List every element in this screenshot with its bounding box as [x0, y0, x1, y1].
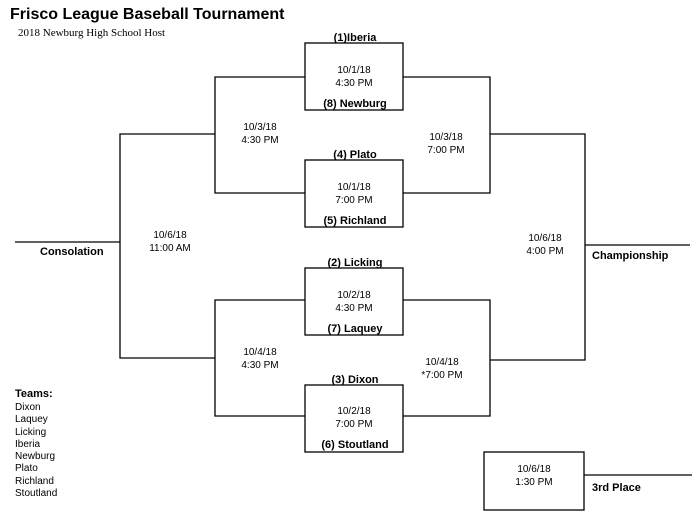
team-seed-7: (7) Laquey	[327, 323, 383, 335]
game-box-3	[304, 267, 404, 336]
winners-connector-top	[403, 76, 491, 194]
championship-label: Championship	[592, 250, 669, 262]
game-1-date: 10/1/18	[337, 65, 371, 76]
third-place-schedule: 10/6/18 1:30 PM	[484, 463, 584, 489]
consolation-final-connector	[119, 133, 215, 359]
team-list-item: Stoutland	[15, 488, 58, 500]
game-1-time: 4:30 PM	[335, 78, 373, 89]
game-4-date: 10/2/18	[337, 406, 371, 417]
game-4-schedule: 10/2/18 7:00 PM	[305, 405, 403, 431]
consolation-final-time: 11:00 AM	[149, 243, 191, 254]
team-list-item: Laquey	[15, 414, 48, 426]
winners-game-1-schedule: 10/3/18 7:00 PM	[410, 131, 482, 157]
third-place-label: 3rd Place	[592, 482, 641, 494]
third-place-time: 1:30 PM	[515, 477, 553, 488]
game-box-4	[304, 384, 404, 453]
consolation-final-schedule: 10/6/18 11:00 AM	[130, 229, 210, 255]
team-seed-5: (5) Richland	[323, 215, 387, 227]
winners-game-2-date: 10/4/18	[425, 357, 459, 368]
consolation-game-2-time: 4:30 PM	[241, 360, 279, 371]
team-list-item: Dixon	[15, 402, 41, 413]
winners-game-1-date: 10/3/18	[429, 132, 463, 143]
team-seed-6: (6) Stoutland	[321, 439, 389, 451]
championship-time: 4:00 PM	[526, 246, 564, 257]
consolation-game-1-date: 10/3/18	[243, 122, 277, 133]
team-list-item: Plato	[15, 463, 38, 475]
team-seed-4: (4) Plato	[333, 149, 377, 161]
winners-game-2-time: *7:00 PM	[421, 370, 463, 381]
third-place-box	[483, 451, 585, 511]
team-list-item: Newburg	[15, 451, 56, 463]
teams-list: Dixon Laquey Licking Iberia Newburg Plat…	[15, 402, 57, 500]
third-place-date: 10/6/18	[517, 464, 551, 475]
consolation-game-2-date: 10/4/18	[243, 347, 277, 358]
team-seed-3: (3) Dixon	[331, 374, 379, 386]
teams-heading: Teams:	[15, 388, 53, 400]
consolation-game-2-schedule: 10/4/18 4:30 PM	[225, 346, 295, 372]
consolation-game-1-time: 4:30 PM	[241, 135, 279, 146]
consolation-connector-top	[214, 76, 305, 194]
team-seed-8: (8) Newburg	[323, 98, 387, 110]
team-seed-2: (2) Licking	[327, 257, 383, 269]
consolation-game-1-schedule: 10/3/18 4:30 PM	[225, 121, 295, 147]
page-title: Frisco League Baseball Tournament	[10, 6, 285, 23]
championship-date: 10/6/18	[528, 233, 562, 244]
game-2-date: 10/1/18	[337, 182, 371, 193]
championship-connector	[490, 133, 586, 361]
game-3-date: 10/2/18	[337, 290, 371, 301]
game-1-schedule: 10/1/18 4:30 PM	[305, 64, 403, 90]
team-list-item: Licking	[15, 426, 47, 438]
consolation-label: Consolation	[40, 246, 104, 258]
championship-schedule: 10/6/18 4:00 PM	[505, 232, 585, 258]
team-list-item: Iberia	[15, 438, 41, 450]
game-3-time: 4:30 PM	[335, 303, 373, 314]
game-3-schedule: 10/2/18 4:30 PM	[305, 289, 403, 315]
winners-game-1-time: 7:00 PM	[427, 145, 465, 156]
winners-game-2-schedule: 10/4/18 *7:00 PM	[406, 356, 478, 382]
game-2-time: 7:00 PM	[335, 195, 373, 206]
game-2-schedule: 10/1/18 7:00 PM	[305, 181, 403, 207]
team-seed-1: (1)Iberia	[333, 32, 377, 44]
winners-connector-bottom	[403, 299, 491, 417]
team-list-item: Richland	[15, 475, 54, 487]
consolation-final-date: 10/6/18	[153, 230, 187, 241]
page-subtitle: 2018 Newburg High School Host	[18, 27, 166, 39]
game-4-time: 7:00 PM	[335, 419, 373, 430]
